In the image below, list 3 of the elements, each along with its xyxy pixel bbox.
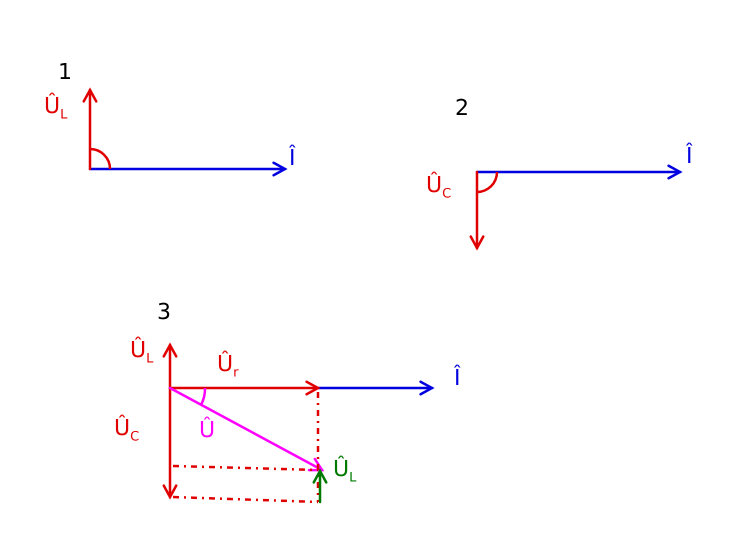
panel-number: 1 [58,62,72,84]
panel-number: 3 [157,302,171,324]
panel-number: 2 [455,98,469,120]
